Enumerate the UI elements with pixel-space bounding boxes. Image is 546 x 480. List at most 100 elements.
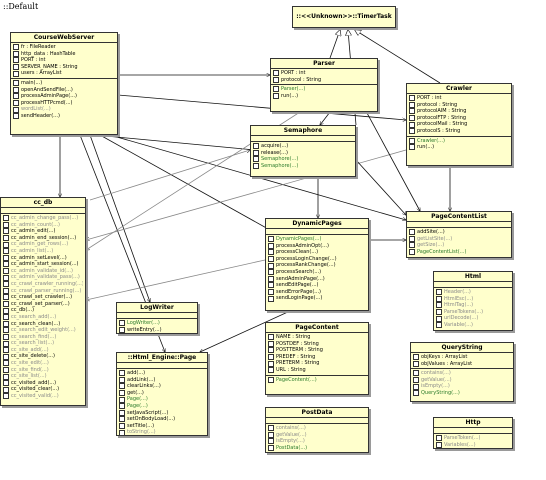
method-row[interactable]: cc_admin_list(...) xyxy=(3,248,83,255)
method-row[interactable]: processAdminPage(...) xyxy=(13,93,115,100)
attribute-row[interactable]: objKeys : ArrayList xyxy=(413,354,511,361)
method-row[interactable]: cc_site_edit(...) xyxy=(3,360,83,367)
method-row[interactable]: getValue(...) xyxy=(268,432,366,439)
method-row[interactable]: Variables(...) xyxy=(436,442,510,448)
class-timertask[interactable]: ::<<Unknown>>::TimerTask xyxy=(292,6,396,28)
method-row[interactable]: clearLinks(...) xyxy=(119,383,205,390)
attribute-row[interactable]: POSTTERM : String xyxy=(268,347,366,354)
method-row[interactable]: release(...) xyxy=(253,150,353,157)
attribute-row[interactable]: POSTDEF : String xyxy=(268,341,366,348)
attribute-row[interactable]: SERVER_NAME : String xyxy=(13,64,115,71)
method-row[interactable]: cc_admin_change_pass(...) xyxy=(3,215,83,222)
method-row[interactable]: cc_visited_add(...) xyxy=(3,380,83,387)
method-row[interactable]: cc_admin_validate_id(...) xyxy=(3,268,83,275)
method-row[interactable]: cc_admin_get_rows(...) xyxy=(3,241,83,248)
method-row[interactable]: setTitle(...) xyxy=(119,423,205,430)
method-row[interactable]: get(...) xyxy=(119,390,205,397)
attribute-row[interactable]: users : ArrayList xyxy=(13,70,115,77)
method-row[interactable]: processHTTPcmd(...) xyxy=(13,100,115,107)
method-row[interactable]: getListSite(...) xyxy=(409,236,509,243)
attribute-row[interactable]: URL : String xyxy=(268,367,366,374)
method-row[interactable]: cc_site_find(...) xyxy=(3,367,83,374)
class-htmlengine[interactable]: ::Html_Engine::Page add(...)addLink(...)… xyxy=(116,352,208,436)
method-row[interactable]: HtmlTag(...) xyxy=(436,302,510,309)
method-row[interactable]: Semaphore(...) xyxy=(253,163,353,170)
method-row[interactable]: contains(...) xyxy=(268,425,366,432)
method-row[interactable]: Parser(...) xyxy=(273,86,375,93)
class-ccdb[interactable]: cc_db cc_admin_change_pass(...)cc_admin_… xyxy=(0,197,86,406)
method-row[interactable]: Page(...) xyxy=(119,403,205,410)
method-row[interactable]: cc_admin_setLevel(...) xyxy=(3,255,83,262)
method-row[interactable]: cc_crawl_parser_running(...) xyxy=(3,288,83,295)
method-row[interactable]: wordList(...) xyxy=(13,106,115,113)
method-row[interactable]: cc_crawl_set_crawler(...) xyxy=(3,294,83,301)
method-row[interactable]: QueryString(...) xyxy=(413,390,511,397)
method-row[interactable]: setOnBodyLoad(...) xyxy=(119,416,205,423)
method-row[interactable]: cc_admin_end_session(...) xyxy=(3,235,83,242)
class-postdata[interactable]: PostData contains(...)getValue(...)isEmp… xyxy=(265,407,369,453)
method-row[interactable]: cc_site_add(...) xyxy=(3,347,83,354)
attribute-row[interactable]: PORT : int xyxy=(409,95,509,102)
method-row[interactable]: Semaphore(...) xyxy=(253,156,353,163)
method-row[interactable]: add(...) xyxy=(119,370,205,377)
method-row[interactable]: processAdminOpt(...) xyxy=(268,243,366,250)
attribute-row[interactable]: NAME : String xyxy=(268,334,366,341)
method-row[interactable]: processRankChange(...) xyxy=(268,262,366,269)
method-row[interactable]: openAndSendFile(...) xyxy=(13,87,115,94)
method-row[interactable]: Header(...) xyxy=(436,289,510,296)
method-row[interactable]: cc_search_find(...) xyxy=(3,334,83,341)
method-row[interactable]: processLoginChange(...) xyxy=(268,256,366,263)
method-row[interactable]: cc_visited_clear(...) xyxy=(3,386,83,393)
class-dynamicpages[interactable]: DynamicPages DynamicPages(...)processAdm… xyxy=(265,218,369,311)
method-row[interactable]: sendEditPage(...) xyxy=(268,282,366,289)
attribute-row[interactable]: protocolAIM : String xyxy=(409,108,509,115)
attribute-row[interactable]: http_data : HashTable xyxy=(13,51,115,58)
attribute-row[interactable]: PORT : int xyxy=(273,70,375,77)
method-row[interactable]: HtmlEsc(...) xyxy=(436,296,510,303)
attribute-row[interactable]: fr : FileReader xyxy=(13,44,115,51)
attribute-row[interactable]: PREDEF : String xyxy=(268,354,366,361)
method-row[interactable]: DynamicPages(...) xyxy=(268,236,366,243)
method-row[interactable]: sendErrorPage(...) xyxy=(268,289,366,296)
method-row[interactable]: setJavaScript(...) xyxy=(119,410,205,417)
method-row[interactable]: cc_db(...) xyxy=(3,307,83,314)
method-row[interactable]: toString(...) xyxy=(119,429,205,435)
method-row[interactable]: sendHeader(...) xyxy=(13,113,115,120)
method-row[interactable]: ParseToken(...) xyxy=(436,435,510,442)
method-row[interactable]: ParseTokens(...) xyxy=(436,309,510,316)
method-row[interactable]: cc_search_clean(...) xyxy=(3,321,83,328)
method-row[interactable]: LogWriter(...) xyxy=(119,320,195,327)
method-row[interactable]: run(...) xyxy=(273,93,375,100)
method-row[interactable]: Crawler(...) xyxy=(409,138,509,145)
method-row[interactable]: cc_admin_validate_pass(...) xyxy=(3,274,83,281)
attribute-row[interactable]: protocol : String xyxy=(273,77,375,84)
method-row[interactable]: sendLoginPage(...) xyxy=(268,295,366,302)
method-row[interactable]: getSize(...) xyxy=(409,242,509,249)
method-row[interactable]: cc_admin_count(...) xyxy=(3,222,83,229)
method-row[interactable]: writeEntry(...) xyxy=(119,327,195,333)
method-row[interactable]: main(...) xyxy=(13,80,115,87)
method-row[interactable]: cc_admin_edit(...) xyxy=(3,228,83,235)
method-row[interactable]: PageContent(...) xyxy=(268,377,366,384)
method-row[interactable]: cc_search_add(...) xyxy=(3,314,83,321)
method-row[interactable]: Page(...) xyxy=(119,396,205,403)
method-row[interactable]: cc_search_edit_weight(...) xyxy=(3,327,83,334)
attribute-row[interactable]: PRETERM : String xyxy=(268,360,366,367)
method-row[interactable]: acquire(...) xyxy=(253,143,353,150)
method-row[interactable]: cc_crawl_crawler_running(...) xyxy=(3,281,83,288)
method-row[interactable]: processClean(...) xyxy=(268,249,366,256)
method-row[interactable]: urlDecode(...) xyxy=(436,315,510,322)
attribute-row[interactable]: protocol : String xyxy=(409,102,509,109)
method-row[interactable]: isEmpty(...) xyxy=(413,383,511,390)
method-row[interactable]: cc_site_list(...) xyxy=(3,373,83,380)
class-semaphore[interactable]: Semaphore acquire(...)release(...)Semaph… xyxy=(250,125,356,177)
method-row[interactable]: getValue(...) xyxy=(413,377,511,384)
class-pagecontentlist[interactable]: PageContentList addSite(...)getListSite(… xyxy=(406,211,512,258)
attribute-row[interactable]: protocolFTP : String xyxy=(409,115,509,122)
method-row[interactable]: isEmpty(...) xyxy=(268,438,366,445)
method-row[interactable]: addSite(...) xyxy=(409,229,509,236)
method-row[interactable]: cc_visited_valid(...) xyxy=(3,393,83,400)
